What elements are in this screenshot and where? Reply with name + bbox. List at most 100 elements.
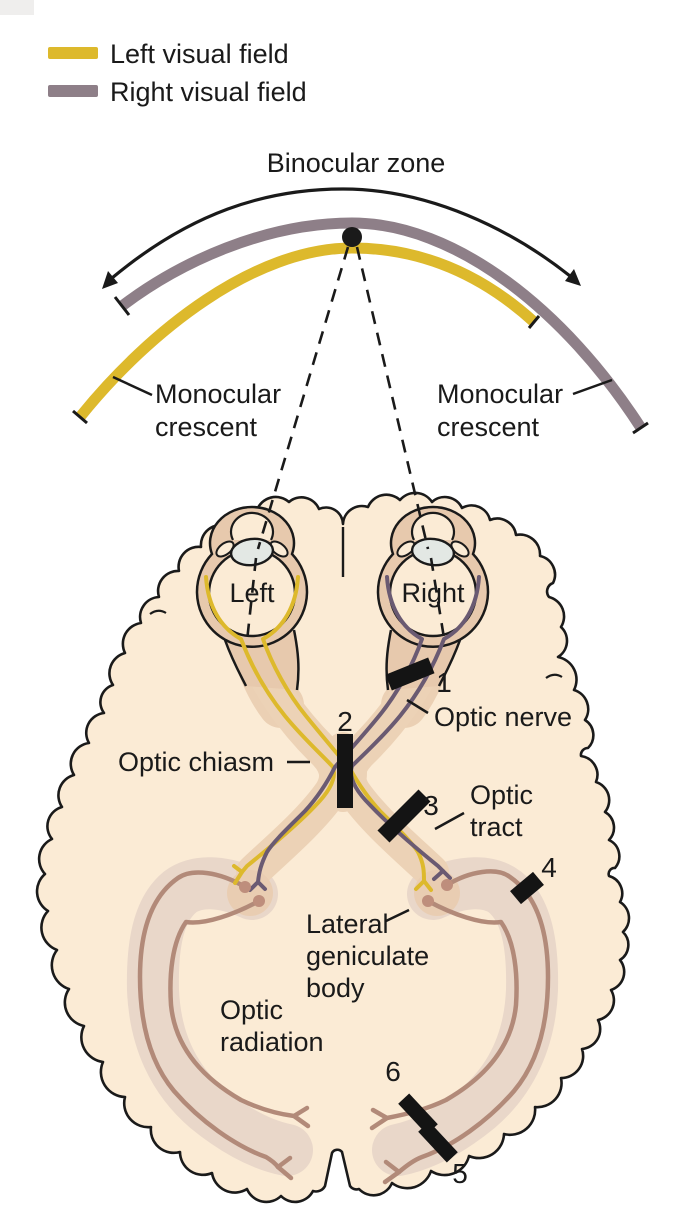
leader-optic-tract (434, 811, 465, 831)
lgn-line1: Lateral (306, 909, 389, 939)
monocular-crescent-left-label: Monocular crescent (112, 375, 281, 442)
gaze-line-left (245, 246, 350, 642)
lesion-number-5: 5 (452, 1158, 468, 1189)
right-radiation-inner-fiber (384, 898, 519, 1121)
right-eye-ciliary-left-icon (396, 540, 416, 558)
left-radiation-shadow (126, 857, 313, 1176)
left-lgn-dot-a (239, 881, 251, 893)
left-eye-ciliary-left-icon (215, 540, 235, 558)
legend-label-left-field: Left visual field (110, 39, 289, 69)
gaze-line-right (355, 246, 446, 639)
monocular-crescent-right-label: Monocular crescent (437, 378, 613, 442)
right-lgn-dot-a (422, 895, 434, 907)
lgn-dots (239, 879, 453, 907)
right-stalk-outline-b (385, 629, 393, 691)
lesion-number-2: 2 (337, 706, 353, 737)
legend-label-right-field: Right visual field (110, 77, 307, 107)
right-radiation-outer-fork-icon (382, 1159, 402, 1185)
leader-lgn (385, 908, 410, 923)
left-eye: Left (195, 505, 309, 648)
left-radiation-inner-fiber (168, 898, 297, 1119)
structure-labels: Optic nerve Optic chiasm Optic tract Lat… (118, 667, 572, 1189)
visual-field-diagram: Binocular zone Monocular crescent Monocu… (72, 148, 649, 442)
tick-yellow-right (527, 315, 541, 329)
leader-monocular-left (112, 375, 153, 397)
left-lgn-blob (227, 870, 273, 916)
right-eye: Right (376, 505, 490, 648)
yellow-right-fork-icon (414, 879, 433, 892)
left-eye-anterior-arc (229, 511, 275, 541)
left-radiation-outer-fiber (137, 870, 281, 1170)
legend-swatch-left-field (48, 47, 98, 59)
lgn-line3: body (306, 973, 365, 1003)
lesion-bar-1 (385, 657, 435, 691)
right-visual-field-arc (118, 217, 646, 431)
monocular-right-line1: Monocular (437, 379, 563, 409)
lesion-number-1: 1 (436, 667, 452, 698)
sulcus-left (149, 609, 167, 615)
left-eye-lens (229, 537, 275, 567)
corner-artifact (0, 0, 34, 15)
right-eye-label: Right (401, 578, 465, 608)
left-radiation-outer-fork-icon (275, 1155, 294, 1181)
optic-tract-line2: tract (470, 812, 523, 842)
lesion-bar-5 (418, 1121, 458, 1163)
lesion-bar-3 (377, 789, 431, 843)
lesion-bar-2 (337, 734, 353, 808)
left-stalk-outline-a (223, 639, 248, 687)
left-lgn-dot-b (253, 895, 265, 907)
yellow-left-fork-icon (232, 864, 244, 885)
binocular-zone-arrow-arc (110, 187, 571, 280)
right-radiation-outer-fiber (396, 869, 551, 1175)
tick-gray-left (113, 296, 131, 316)
brain-axial-view: Left Right (35, 491, 631, 1204)
arrow-head-right-icon (565, 269, 581, 286)
brain-outline (35, 491, 631, 1204)
optic-nerve-label: Optic nerve (406, 698, 572, 732)
left-visual-field-arc (75, 242, 538, 421)
right-stalk-outline-a (437, 639, 462, 687)
lesion-bars (337, 657, 544, 1163)
lesion-number-6: 6 (385, 1056, 401, 1087)
lgn-line2: geniculate (306, 941, 429, 971)
binocular-zone-title: Binocular zone (267, 148, 446, 178)
monocular-left-line2: crescent (155, 412, 258, 442)
fixation-point-dot (342, 227, 362, 247)
optic-nerve-text: Optic nerve (434, 702, 572, 732)
tick-gray-right (632, 421, 649, 435)
optic-radiation-line2: radiation (220, 1027, 324, 1057)
monocular-right-line2: crescent (437, 412, 540, 442)
leader-optic-nerve (406, 698, 429, 715)
yellow-temporal-fiber (204, 575, 336, 874)
monocular-left-line1: Monocular (155, 379, 281, 409)
right-lgn-dot-b (441, 879, 453, 891)
purple-temporal-fiber (349, 575, 481, 873)
purple-right-fork-icon (432, 869, 452, 881)
right-eye-anterior-arc (410, 511, 456, 541)
left-stalk-outline-b (292, 629, 300, 691)
lesion-number-3: 3 (423, 790, 439, 821)
optic-radiation-line1: Optic (220, 995, 283, 1025)
gaze-dashed-lines (245, 246, 446, 642)
leader-monocular-right (572, 378, 613, 396)
optic-chiasm-label: Optic chiasm (118, 747, 310, 777)
lesion-numbers: 1 2 3 4 5 6 (337, 667, 557, 1189)
lateral-geniculate-label: Lateral geniculate body (306, 908, 429, 1003)
lesion-number-4: 4 (541, 852, 557, 883)
lesion-bar-4 (510, 871, 544, 905)
optic-radiations (137, 869, 551, 1185)
optic-chiasm-text: Optic chiasm (118, 747, 274, 777)
legend: Left visual field Right visual field (48, 39, 307, 107)
sulcus-right (545, 673, 563, 679)
arrow-head-left-icon (102, 271, 118, 289)
optic-tract-line1: Optic (470, 780, 533, 810)
optic-tract-label: Optic tract (434, 780, 533, 842)
purple-left-fork-icon (248, 880, 267, 892)
legend-swatch-right-field (48, 85, 98, 97)
tick-yellow-left (72, 409, 88, 425)
right-eye-ciliary-right-icon (450, 540, 470, 558)
right-radiation-inner-fork-icon (369, 1107, 390, 1131)
right-radiation-shadow (372, 857, 559, 1176)
